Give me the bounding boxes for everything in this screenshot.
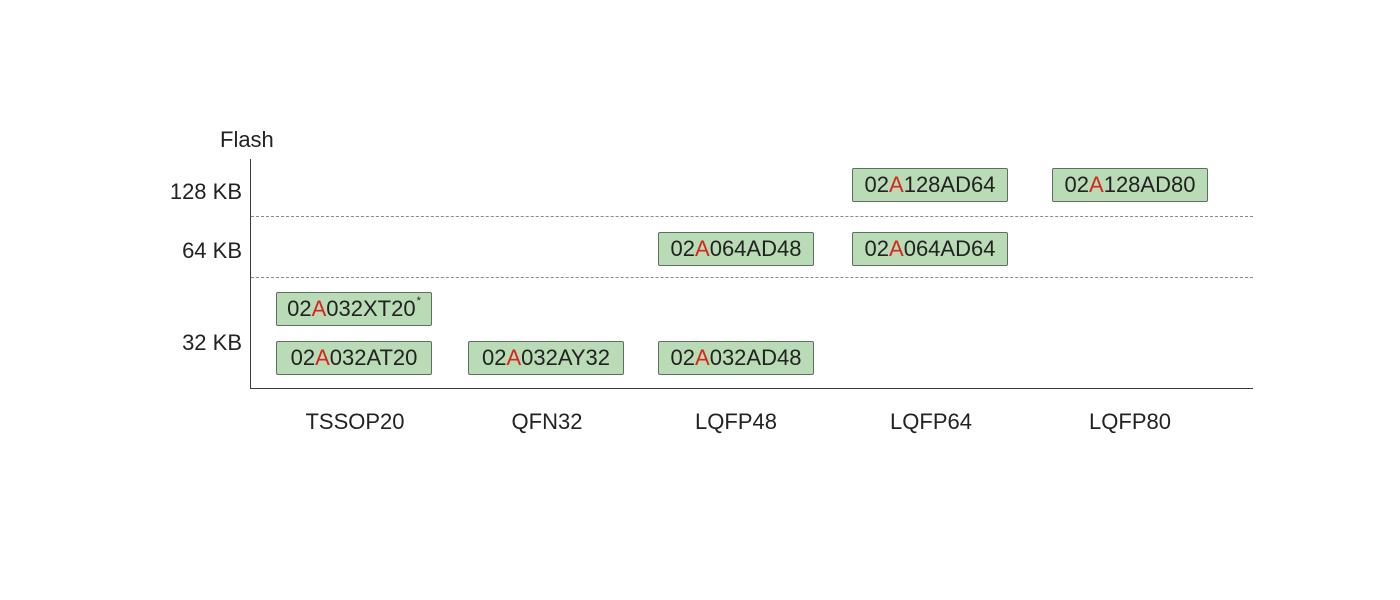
y-label-32kb: 32 KB	[182, 330, 242, 355]
chip-suffix: 064AD48	[709, 236, 802, 261]
chip-mark: A	[1089, 172, 1104, 197]
chip-suffix: 128AD80	[1103, 172, 1196, 197]
chip-prefix: 02	[670, 345, 696, 370]
chip-suffix: 128AD64	[903, 172, 996, 197]
chip-prefix: 02	[287, 296, 312, 321]
chip-mark: A	[315, 345, 330, 370]
x-label-qfn32: QFN32	[511, 409, 583, 434]
x-label-lqfp64: LQFP64	[890, 409, 972, 434]
chip-mark: A	[311, 296, 327, 321]
y-label-128kb: 128 KB	[169, 179, 242, 204]
chip-prefix: 02	[864, 236, 890, 261]
divider-128kb-64kb	[251, 216, 1253, 217]
y-axis-line	[250, 159, 251, 389]
chip-suffix: 032AT20	[329, 345, 418, 370]
chip-prefix: 02	[1064, 172, 1090, 197]
x-label-tssop20: TSSOP20	[305, 409, 405, 434]
chip-prefix: 02	[864, 172, 890, 197]
x-label-lqfp80: LQFP80	[1089, 409, 1171, 434]
x-label-lqfp48: LQFP48	[695, 409, 777, 434]
y-axis-title: Flash	[220, 127, 274, 152]
chip-suffix: 032AD48	[709, 345, 802, 370]
chip-footnote-mark: *	[416, 295, 421, 307]
chip-mark: A	[695, 236, 710, 261]
y-label-64kb: 64 KB	[182, 238, 242, 263]
chip-prefix: 02	[670, 236, 696, 261]
chip-mark: A	[695, 345, 710, 370]
chip-suffix: 032AY32	[521, 345, 611, 370]
chip-suffix: 064AD64	[903, 236, 996, 261]
chip-suffix: 032XT20	[326, 296, 416, 321]
x-axis-line	[250, 388, 1253, 389]
chip-prefix: 02	[481, 345, 507, 370]
chip-mark: A	[889, 236, 904, 261]
chip-mark: A	[506, 345, 522, 370]
chip-prefix: 02	[290, 345, 316, 370]
chip-mark: A	[889, 172, 904, 197]
divider-64kb-32kb	[251, 277, 1253, 278]
